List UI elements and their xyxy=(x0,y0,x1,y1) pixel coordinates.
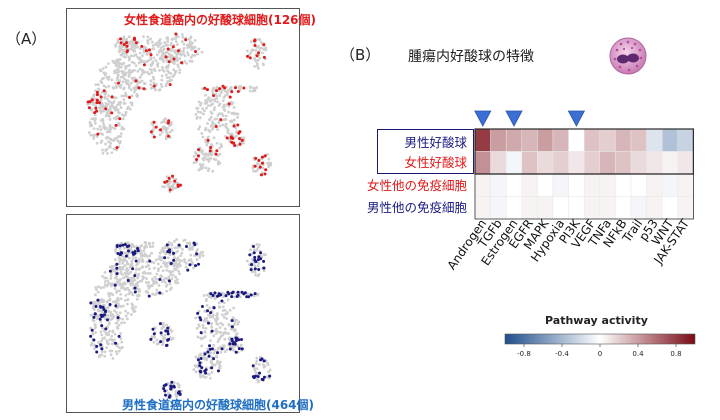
umap-male-plot xyxy=(66,214,300,413)
row-label-female-other-immune: 女性他の免疫細胞 xyxy=(366,178,467,193)
heatmap-cell xyxy=(521,128,538,152)
heatmap-cell xyxy=(583,196,601,220)
heatmap-frame xyxy=(474,128,694,220)
heatmap-cell xyxy=(661,173,679,197)
heatmap-cell xyxy=(568,196,585,220)
heatmap-cell xyxy=(615,128,632,152)
heatmap-cell xyxy=(646,173,663,197)
heatmap-cell xyxy=(630,151,647,175)
heatmap-cell xyxy=(552,128,569,152)
heatmap-cell xyxy=(474,151,491,175)
heatmap-cell xyxy=(630,173,647,197)
row-label-female-eosinophil: 女性好酸球 xyxy=(404,155,467,170)
umap-female-svg xyxy=(85,32,273,194)
heatmap-cell xyxy=(661,151,679,175)
heatmap-cell xyxy=(568,151,585,175)
heatmap-cell xyxy=(490,196,507,220)
colorbar-tick-label: 0 xyxy=(598,350,602,358)
eosinophil-cell-icon xyxy=(609,37,647,75)
heatmap-cell xyxy=(505,173,523,197)
heatmap-cell xyxy=(677,196,694,220)
heatmap-cell xyxy=(646,151,663,175)
heatmap-cell xyxy=(537,196,554,220)
eosinophil-rows-box xyxy=(377,129,474,174)
umap-highlight-cells xyxy=(86,32,268,192)
highlight-triangle xyxy=(474,110,492,127)
colorbar-tick-label: 0.4 xyxy=(632,350,644,358)
heatmap-cell xyxy=(552,151,569,175)
umap-male-title: 男性食道癌内の好酸球細胞(464個) xyxy=(122,398,315,412)
heatmap-cell xyxy=(568,173,585,197)
heatmap-cell xyxy=(599,173,616,197)
colorbar-tick-label: 0.8 xyxy=(670,350,681,358)
heatmap-cell xyxy=(615,173,632,197)
colorbar xyxy=(504,333,696,345)
heatmap-cell xyxy=(552,173,569,197)
heatmap-cell xyxy=(583,173,601,197)
panel-b-label: （B） xyxy=(340,46,381,64)
heatmap-cell xyxy=(599,196,616,220)
heatmap-cell xyxy=(537,151,554,175)
heatmap-cell xyxy=(474,128,491,152)
heatmap-cell xyxy=(583,151,601,175)
heatmap-cell xyxy=(505,196,523,220)
heatmap-cell xyxy=(677,173,694,197)
heatmap-cell xyxy=(490,128,507,152)
heatmap-cell xyxy=(505,128,523,152)
heatmap-cell xyxy=(677,128,694,152)
heatmap-cell xyxy=(661,128,679,152)
heatmap-cell xyxy=(490,151,507,175)
heatmap-cell xyxy=(521,173,538,197)
heatmap-cell xyxy=(537,128,554,152)
heatmap-cell xyxy=(505,151,523,175)
heatmap-cell xyxy=(630,196,647,220)
umap-female-title: 女性食道癌内の好酸球細胞(126個) xyxy=(124,13,317,27)
heatmap-cell xyxy=(583,128,601,152)
heatmap-cell xyxy=(599,151,616,175)
heatmap-cell xyxy=(490,173,507,197)
heatmap-cell xyxy=(615,151,632,175)
heatmap-cell xyxy=(474,173,491,197)
colorbar-tick-label: -0.8 xyxy=(517,350,531,358)
heatmap-cell xyxy=(599,128,616,152)
heatmap-cell xyxy=(474,196,491,220)
heatmap-cell xyxy=(615,196,632,220)
panel-b-title: 腫瘍内好酸球の特徴 xyxy=(408,49,534,65)
row-label-male-other-immune: 男性他の免疫細胞 xyxy=(366,200,467,215)
colorbar-tick-label: -0.4 xyxy=(555,350,569,358)
heatmap-cell xyxy=(677,151,694,175)
heatmap-cell xyxy=(568,128,585,152)
heatmap-cell xyxy=(552,196,569,220)
umap-male-svg xyxy=(89,238,272,399)
heatmap-cell xyxy=(521,196,538,220)
heatmap-cell xyxy=(661,196,679,220)
row-label-male-eosinophil: 男性好酸球 xyxy=(404,135,467,150)
heatmap-cell xyxy=(646,128,663,152)
heatmap-cell xyxy=(537,173,554,197)
heatmap-cell xyxy=(521,151,538,175)
highlight-triangle xyxy=(567,110,586,127)
highlight-triangle xyxy=(505,110,523,127)
colorbar-title: Pathway activity xyxy=(545,314,648,327)
heatmap-cell xyxy=(630,128,647,152)
panel-a-label: （A） xyxy=(6,30,47,48)
umap-female-plot xyxy=(66,8,300,207)
umap-highlight-cells xyxy=(89,241,272,399)
heatmap-cell xyxy=(646,196,663,220)
